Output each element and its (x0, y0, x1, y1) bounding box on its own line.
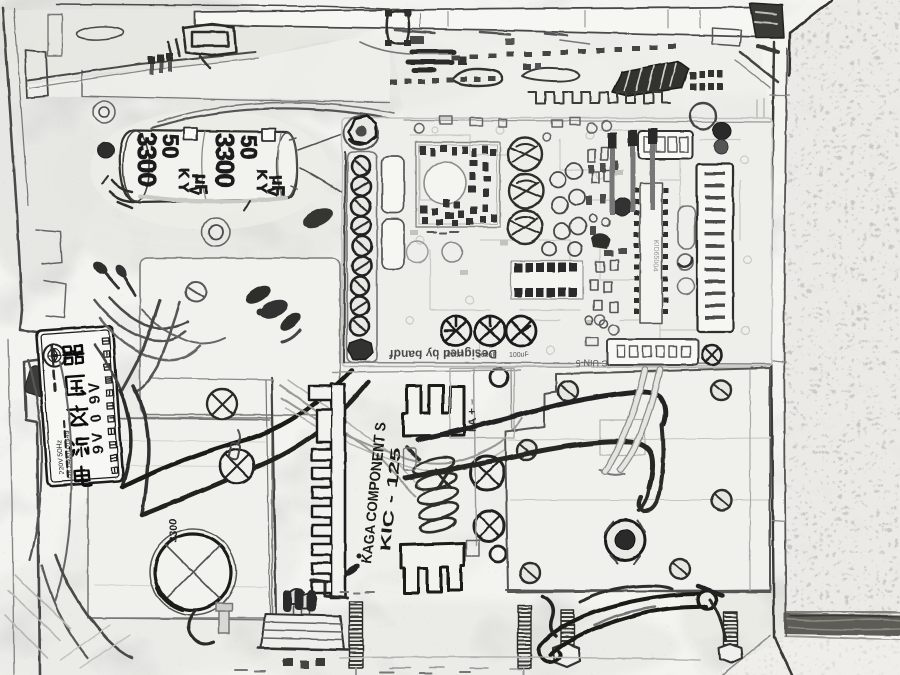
svg-text:100uF: 100uF (443, 352, 463, 359)
svg-text:3300: 3300 (210, 133, 240, 187)
svg-text:3300: 3300 (132, 132, 162, 186)
svg-text:KID65004: KID65004 (652, 240, 659, 271)
svg-text:Designed by bandf: Designed by bandf (389, 347, 497, 361)
svg-text:50: 50 (158, 134, 183, 158)
svg-text:50: 50 (236, 135, 261, 159)
svg-text:100uF: 100uF (477, 352, 497, 359)
svg-text:220V 50Hz: 220V 50Hz (56, 439, 65, 475)
svg-text:K Y: K Y (175, 168, 192, 193)
svg-text:V: V (187, 186, 203, 196)
svg-text:00C0400101449: 00C0400101449 (64, 430, 74, 479)
svg-text:V: V (265, 187, 281, 197)
svg-text:9V 0 9V: 9V 0 9V (85, 379, 107, 454)
svg-text:C UIN-5: C UIN-5 (575, 358, 608, 368)
svg-text:K Y: K Y (253, 169, 270, 194)
svg-text:3300: 3300 (168, 519, 180, 543)
svg-text:100uF: 100uF (509, 352, 529, 359)
svg-text:μF: μF (192, 174, 211, 195)
svg-text:μF: μF (269, 175, 288, 196)
